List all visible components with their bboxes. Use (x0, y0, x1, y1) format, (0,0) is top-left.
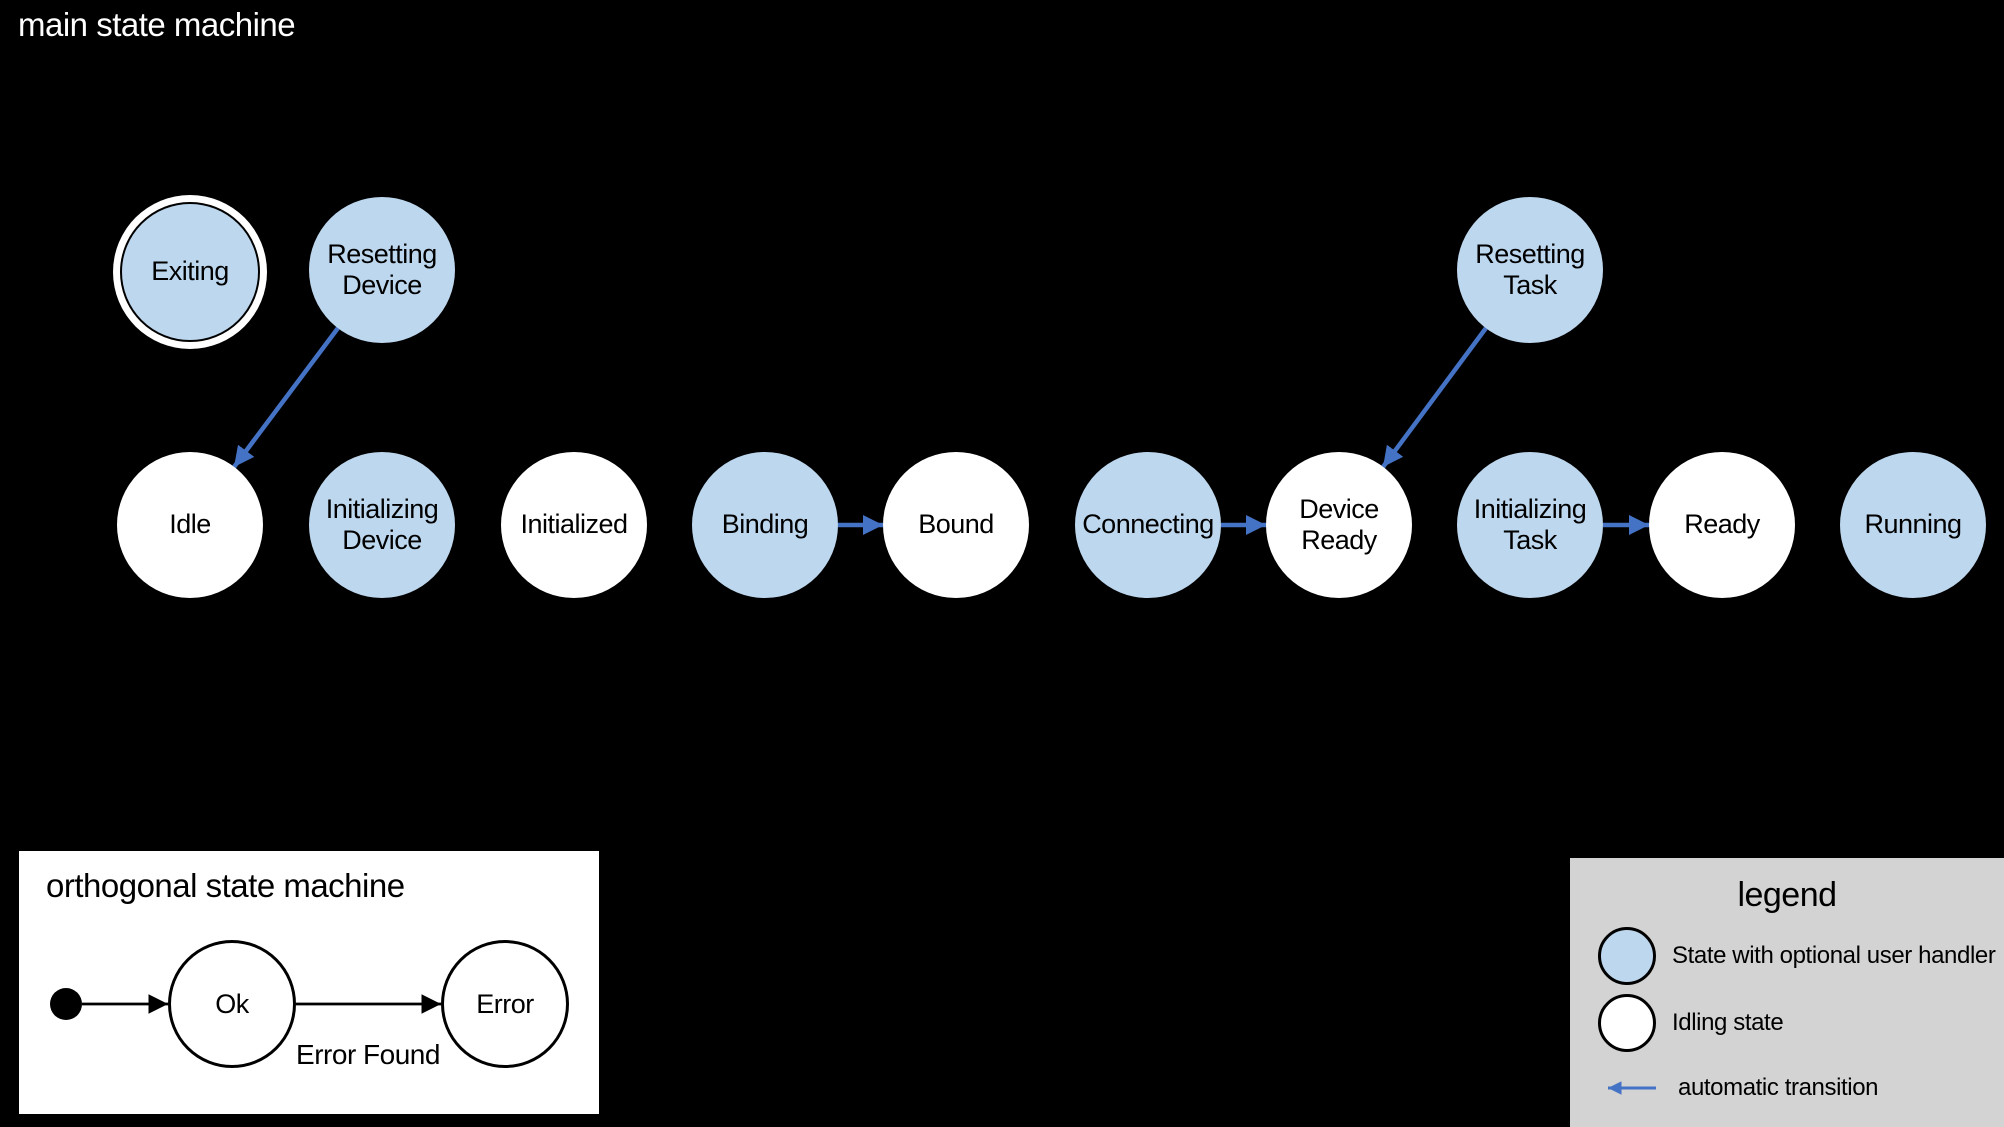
state-idle: Idle (117, 452, 263, 598)
state-exiting: Exiting (120, 202, 260, 342)
orthogonal-machine-panel: orthogonal state machine Ok Error Error … (19, 851, 599, 1114)
legend-panel: legend State with optional user handler … (1570, 858, 2004, 1127)
transition-resetting-device-to-idle (232, 326, 340, 469)
transition-label-error-found: Error Found (296, 1039, 440, 1070)
main-machine-title: main state machine (18, 6, 296, 43)
state-initializing-task: Initializing Task (1457, 452, 1603, 598)
automatic-transition-arrow-icon (1608, 1081, 1656, 1095)
state-device-ready: Device Ready (1266, 452, 1412, 598)
legend-item-automatic-transition: automatic transition (1598, 1074, 1879, 1102)
legend-item-handler-state: State with optional user handler (1598, 927, 1996, 985)
transition-resetting-task-to-device-ready (1381, 326, 1488, 469)
legend-item-idling-state: Idling state (1598, 994, 1784, 1052)
handler-state-circle-icon (1598, 927, 1656, 985)
state-error: Error (441, 940, 569, 1068)
orthogonal-machine-title: orthogonal state machine (46, 867, 405, 904)
state-initialized: Initialized (501, 452, 647, 598)
idling-state-circle-icon (1598, 994, 1656, 1052)
state-bound: Bound (883, 452, 1029, 598)
state-resetting-task: Resetting Task (1457, 197, 1603, 343)
state-resetting-device: Resetting Device (309, 197, 455, 343)
state-binding: Binding (692, 452, 838, 598)
state-connecting: Connecting (1075, 452, 1221, 598)
legend-title: legend (1737, 876, 1837, 914)
state-ready: Ready (1649, 452, 1795, 598)
state-running: Running (1840, 452, 1986, 598)
initial-state-dot (50, 988, 82, 1020)
state-ok: Ok (168, 940, 296, 1068)
state-initializing-device: Initializing Device (309, 452, 455, 598)
